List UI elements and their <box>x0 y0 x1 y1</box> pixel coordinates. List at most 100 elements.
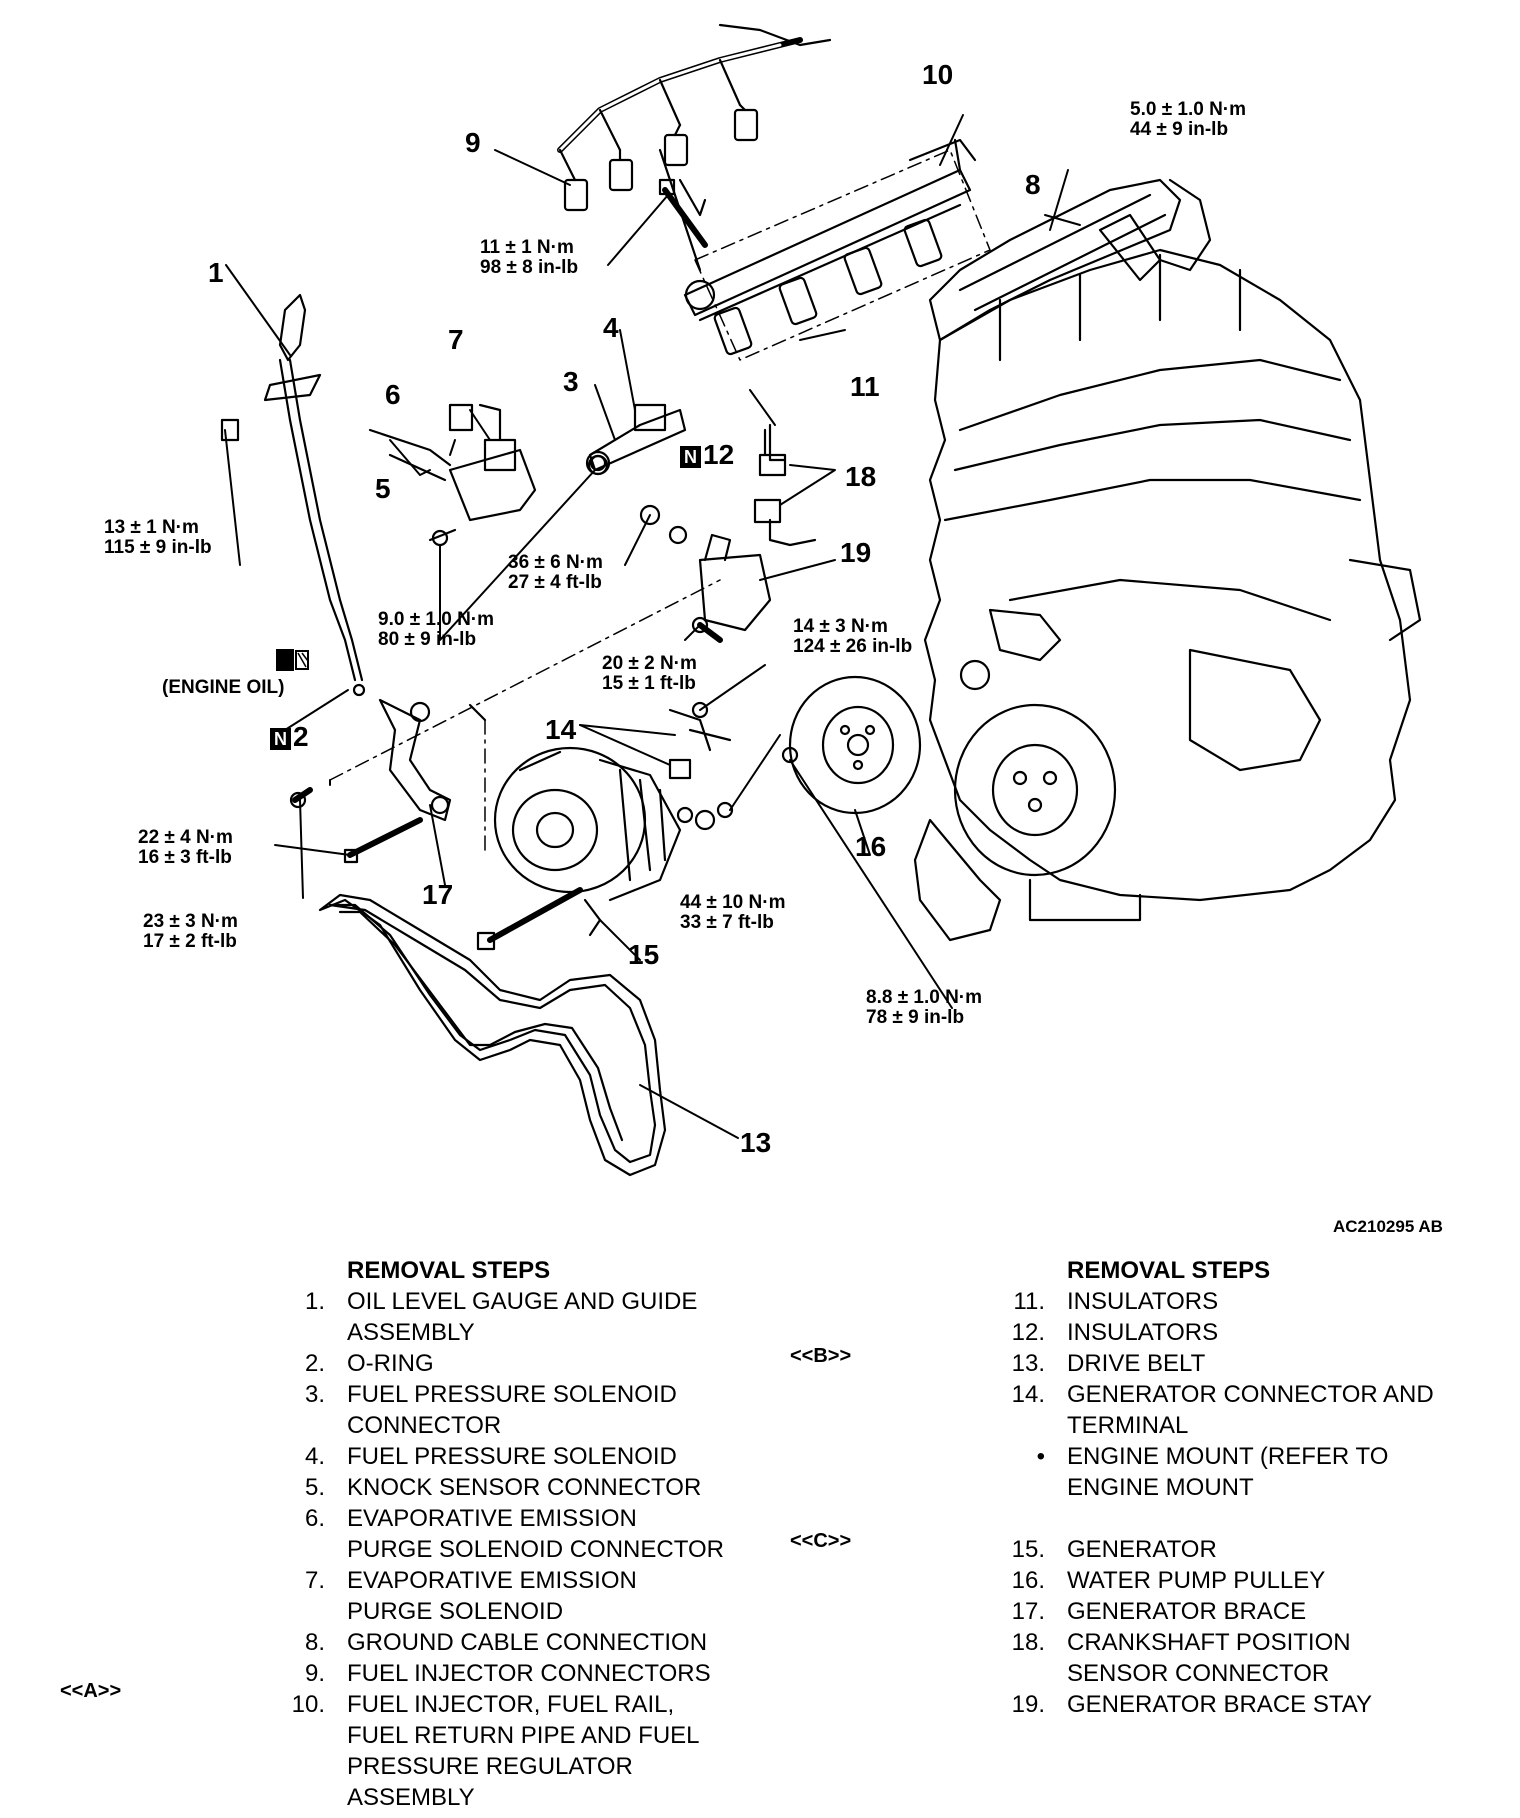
removal-step-text: GENERATOR <box>1067 1536 1217 1563</box>
removal-step-item: 6. EVAPORATIVE EMISSION PURGE SOLENOID CO… <box>285 1503 805 1565</box>
engine-block-drawing <box>913 178 1422 942</box>
fuel-pressure-solenoid-drawing <box>585 403 687 476</box>
removal-step-item: 10. FUEL INJECTOR, FUEL RAIL, FUEL RETURN… <box>285 1689 805 1813</box>
removal-step-text: DRIVE BELT <box>1067 1350 1206 1377</box>
removal-steps-right: REMOVAL STEPS 11. INSULATORS 12. INSULATORS… <box>1005 1255 1515 1775</box>
callout-16: 16 <box>855 831 887 862</box>
oil-can-icon <box>276 649 309 671</box>
callout-2-number: 2 <box>293 721 309 752</box>
engine-oil-note: (ENGINE OIL) <box>162 677 285 698</box>
removal-step-text: FUEL INJECTOR CONNECTORS <box>347 1660 711 1687</box>
removal-step-number: 4. <box>304 1443 325 1470</box>
callout-9: 9 <box>465 127 481 158</box>
removal-step-item: 12. INSULATORS <box>1005 1317 1520 1348</box>
removal-steps-left: REMOVAL STEPS 1. OIL LEVEL GAUGE AND GUID… <box>285 1255 825 1815</box>
torque-brace-stay-bolt: 20 ± 2 N·m 15 ± 1 ft-lb <box>602 653 697 694</box>
callout-8: 8 <box>1025 169 1041 200</box>
removal-step-item: 14.GENERATOR CONNECTOR AND TERMINAL <box>1005 1379 1520 1441</box>
drive-belt-drawing <box>318 893 667 1177</box>
evap-solenoid-drawing <box>368 403 537 547</box>
removal-step-text: FUEL INJECTOR, FUEL RAIL, FUEL RETURN PI… <box>347 1691 700 1811</box>
water-pump-pulley-drawing <box>788 675 922 815</box>
torque-pulley-bolt: 8.8 ± 1.0 N·m 78 ± 9 in-lb <box>866 987 983 1028</box>
callout-12-number: 12 <box>703 439 735 470</box>
removal-step-number: 11. <box>1013 1288 1045 1315</box>
service-tag-c: <<C>> <box>790 1530 852 1552</box>
removal-step-item: 7.EVAPORATIVE EMISSION PURGE SOLENOID <box>285 1565 805 1627</box>
removal-step-item: 4. FUEL PRESSURE SOLENOID <box>285 1441 805 1472</box>
removal-step-text: INSULATORS <box>1067 1288 1219 1315</box>
service-tag-b: <<B>> <box>790 1345 852 1367</box>
callout-14: 14 <box>545 714 577 745</box>
callout-5: 5 <box>375 473 391 504</box>
removal-step-number: 10. <box>291 1691 325 1718</box>
removal-step-text: O-RING <box>347 1350 434 1377</box>
torque-brace-bolt-lower: 23 ± 3 N·m 17 ± 2 ft-lb <box>143 911 238 952</box>
removal-step-text: KNOCK SENSOR CONNECTOR <box>347 1474 702 1501</box>
generator-drawing <box>493 746 682 937</box>
removal-step-number: 15. <box>1011 1536 1045 1563</box>
removal-step-number: 3. <box>304 1381 325 1408</box>
removal-step-text: EVAPORATIVE EMISSION PURGE SOLENOID <box>347 1567 637 1625</box>
callout-13: 13 <box>740 1127 772 1158</box>
exploded-view-diagram <box>220 23 1422 1177</box>
removal-step-text: GENERATOR BRACE STAY <box>1067 1691 1372 1718</box>
callout-18: 18 <box>845 461 877 492</box>
new-part-badge: N <box>270 727 291 750</box>
torque-brace-bolt-upper: 22 ± 4 N·m 16 ± 3 ft-lb <box>138 827 233 868</box>
callout-7: 7 <box>448 324 464 355</box>
callout-15: 15 <box>628 939 660 970</box>
removal-step-item: •ENGINE MOUNT (REFER TO ENGINE MOUNT <box>1005 1441 1520 1503</box>
removal-step-number: 2. <box>304 1350 325 1377</box>
callout-10: 10 <box>922 59 954 90</box>
callout-1: 1 <box>208 257 224 288</box>
removal-step-item: 17. GENERATOR BRACE <box>1005 1596 1520 1627</box>
fuel-rail-drawing <box>658 138 991 361</box>
removal-step-text: OIL LEVEL GAUGE AND GUIDE ASSEMBLY <box>347 1288 698 1346</box>
removal-step-text: EVAPORATIVE EMISSION PURGE SOLENOID CONN… <box>347 1505 724 1563</box>
torque-ground-cable: 5.0 ± 1.0 N·m 44 ± 9 in-lb <box>1130 99 1247 140</box>
removal-step-item: 11. INSULATORS <box>1005 1286 1520 1317</box>
removal-step-number: 13. <box>1011 1350 1045 1377</box>
service-tag-a: <<A>> <box>60 1680 122 1702</box>
removal-step-item: 9. FUEL INJECTOR CONNECTORS <box>285 1658 805 1689</box>
torque-solenoid-bolt: 9.0 ± 1.0 N·m 80 ± 9 in-lb <box>378 609 495 650</box>
injector-harness-drawing <box>557 23 832 212</box>
callout-6: 6 <box>385 379 401 410</box>
removal-step-number: 17. <box>1011 1598 1045 1625</box>
removal-step-text: FUEL PRESSURE SOLENOID <box>347 1443 677 1470</box>
removal-step-text: CRANKSHAFT POSITION SENSOR CONNECTOR <box>1067 1629 1351 1687</box>
removal-step-number: 9. <box>304 1660 325 1687</box>
removal-step-item: 15. GENERATOR <box>1005 1534 1520 1565</box>
removal-step-text: FUEL PRESSURE SOLENOID CONNECTOR <box>347 1381 677 1439</box>
removal-step-number: 12. <box>1011 1319 1045 1346</box>
torque-fuel-rail-bolt: 11 ± 1 N·m 98 ± 8 in-lb <box>480 237 579 278</box>
removal-step-text: WATER PUMP PULLEY <box>1067 1567 1326 1594</box>
removal-step-text: ENGINE MOUNT (REFER TO ENGINE MOUNT <box>1067 1443 1389 1501</box>
callout-11: 11 <box>850 371 880 402</box>
removal-step-item: 8. GROUND CABLE CONNECTION <box>285 1627 805 1658</box>
removal-step-item: 19. GENERATOR BRACE STAY <box>1005 1689 1520 1720</box>
removal-step-number: 6. <box>304 1505 325 1532</box>
removal-steps-title: REMOVAL STEPS <box>347 1257 551 1284</box>
removal-step-text: GROUND CABLE CONNECTION <box>347 1629 708 1656</box>
torque-generator-terminal: 14 ± 3 N·m 124 ± 26 in-lb <box>793 616 913 657</box>
torque-brace-stay-nut: 36 ± 6 N·m 27 ± 4 ft-lb <box>508 552 603 593</box>
removal-step-item: 3. FUEL PRESSURE SOLENOID CONNECTOR <box>285 1379 805 1441</box>
torque-dipstick-bolt: 13 ± 1 N·m 115 ± 9 in-lb <box>104 517 212 558</box>
removal-step-number: 19. <box>1011 1691 1045 1718</box>
removal-step-text: GENERATOR CONNECTOR AND TERMINAL <box>1067 1381 1434 1439</box>
removal-step-number: 16. <box>1011 1567 1045 1594</box>
removal-step-number: 5. <box>304 1474 325 1501</box>
removal-step-number: 18. <box>1011 1629 1045 1656</box>
removal-step-text: INSULATORS <box>1067 1319 1219 1346</box>
removal-step-number: 8. <box>304 1629 325 1656</box>
removal-steps-title: REMOVAL STEPS <box>1067 1257 1271 1284</box>
torque-generator-nut: 44 ± 10 N·m 33 ± 7 ft-lb <box>680 892 786 933</box>
removal-step-text: GENERATOR BRACE <box>1067 1598 1307 1625</box>
callout-19: 19 <box>840 537 872 568</box>
oil-dipstick-drawing <box>263 293 366 697</box>
removal-step-number: 1. <box>304 1288 325 1315</box>
